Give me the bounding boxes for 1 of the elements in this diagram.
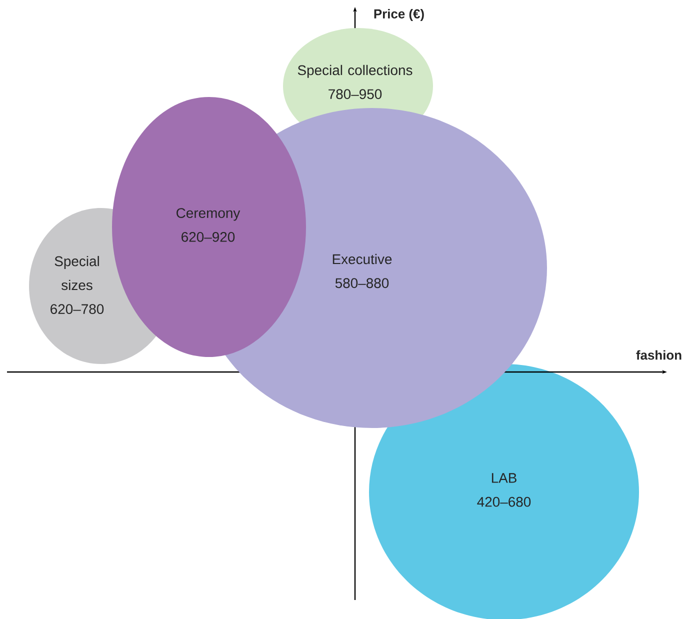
axis-label: fashion [636, 350, 682, 360]
